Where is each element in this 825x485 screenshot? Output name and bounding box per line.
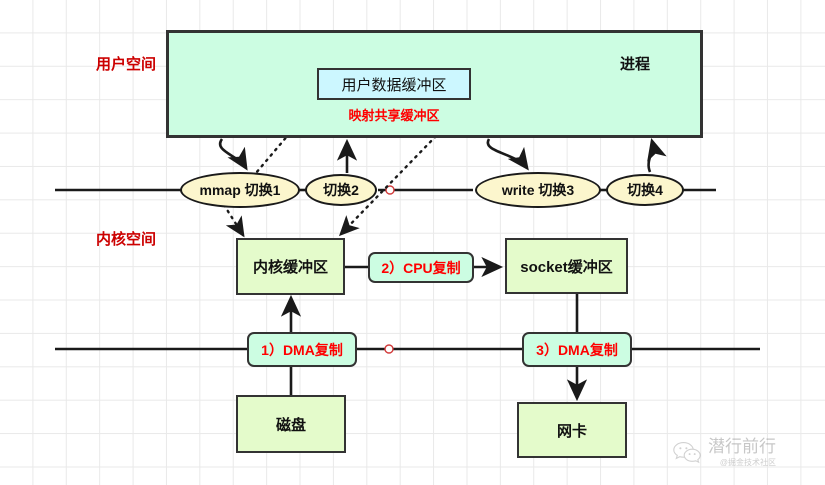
kernel-space-label: 内核空间 (95, 230, 156, 248)
switch-2-ellipse[interactable]: 切换2 (305, 174, 377, 206)
user-data-buffer-box[interactable]: 用户数据缓冲区 (317, 68, 471, 100)
switch-write-ellipse[interactable]: write 切换3 (475, 172, 601, 208)
watermark-texts: 潜行前行 @掘金技术社区 (708, 438, 776, 467)
network-card-box[interactable]: 网卡 (517, 402, 627, 458)
arrow-process-to-mmap (218, 138, 248, 171)
switch-4-ellipse[interactable]: 切换4 (606, 174, 684, 206)
dma-copy-1-label[interactable]: 1）DMA复制 (247, 332, 357, 367)
disk-box[interactable]: 磁盘 (236, 395, 346, 453)
socket-buffer-box[interactable]: socket缓冲区 (505, 238, 628, 294)
cpu-copy-label[interactable]: 2）CPU复制 (368, 252, 474, 283)
boundary-marker-lower (384, 344, 394, 354)
switch-mmap-ellipse[interactable]: mmap 切换1 (180, 172, 300, 208)
process-label: 进程 (619, 55, 650, 73)
arrow-switch4-to-process (647, 137, 667, 173)
boundary-marker-upper (385, 185, 395, 195)
dotted-mmap-to-kernel-buffer (222, 203, 245, 238)
watermark: 潜行前行 @掘金技术社区 (672, 428, 820, 478)
watermark-subtitle: @掘金技术社区 (719, 458, 776, 468)
arrow-process-to-write (486, 138, 529, 171)
watermark-title: 潜行前行 (708, 437, 776, 457)
user-space-label: 用户空间 (95, 55, 156, 73)
mapped-shared-buffer-label: 映射共享缓冲区 (348, 107, 440, 123)
dotted-user-buffer-to-kernel-buffer (338, 99, 472, 237)
wechat-icon (672, 440, 702, 466)
dma-copy-3-label[interactable]: 3）DMA复制 (522, 332, 632, 367)
kernel-buffer-box[interactable]: 内核缓冲区 (236, 238, 345, 295)
